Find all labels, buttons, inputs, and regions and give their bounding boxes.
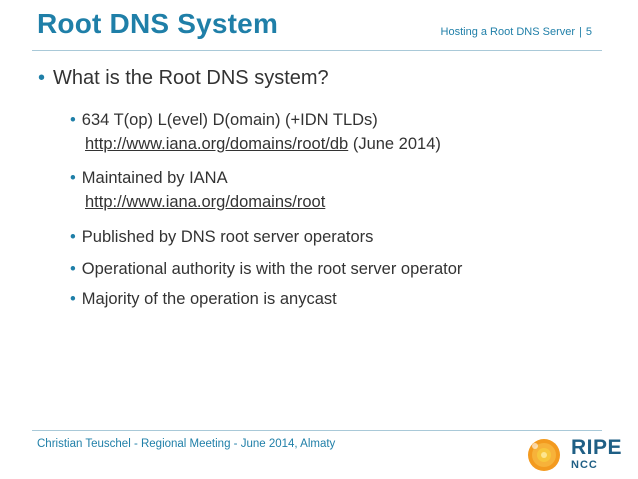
sub-bullet: • Operational authority is with the root… (70, 257, 462, 281)
sub-bullet-text: Majority of the operation is anycast (81, 290, 337, 308)
logo-text-ncc: NCC (571, 459, 598, 471)
bullet-icon: • (70, 290, 76, 308)
link-suffix: (June 2014) (348, 135, 441, 153)
sub-bullet: • Published by DNS root server operators (70, 225, 373, 249)
iana-root-db-link[interactable]: http://www.iana.org/domains/root/db (85, 135, 349, 153)
sub-bullet-text: Maintained by IANA (81, 169, 228, 187)
sub-bullet-text: 634 T(op) L(evel) D(omain) (+IDN TLDs) (81, 111, 378, 129)
header-divider (32, 50, 602, 51)
sub-bullet: • 634 T(op) L(evel) D(omain) (+IDN TLDs)… (70, 108, 441, 156)
slide-title: Root DNS System (37, 8, 279, 39)
sub-bullet: • Majority of the operation is anycast (70, 287, 337, 311)
iana-root-link[interactable]: http://www.iana.org/domains/root (85, 193, 326, 211)
main-bullet-text: What is the Root DNS system? (53, 67, 329, 89)
bullet-icon: • (70, 228, 76, 246)
header-separator: | (579, 26, 582, 38)
sub-bullet-text: Operational authority is with the root s… (81, 260, 463, 278)
bullet-icon: • (70, 111, 76, 129)
bullet-icon: • (70, 260, 76, 278)
sub-bullet-text: Published by DNS root server operators (81, 228, 374, 246)
bullet-icon: • (38, 67, 46, 89)
slide-number: 5 (585, 26, 592, 38)
bullet-icon: • (70, 169, 76, 187)
ripe-ncc-logo-icon (528, 439, 560, 471)
logo-text-ripe: RIPE (571, 436, 623, 459)
footer-text: Christian Teuschel - Regional Meeting - … (37, 438, 336, 450)
footer-divider (32, 430, 602, 431)
sub-bullet: • Maintained by IANA http://www.iana.org… (70, 166, 325, 214)
main-bullet: • What is the Root DNS system? (38, 67, 329, 90)
deck-title: Hosting a Root DNS Server (440, 26, 576, 38)
slide-header-info: Hosting a Root DNS Server | 5 (441, 26, 592, 38)
